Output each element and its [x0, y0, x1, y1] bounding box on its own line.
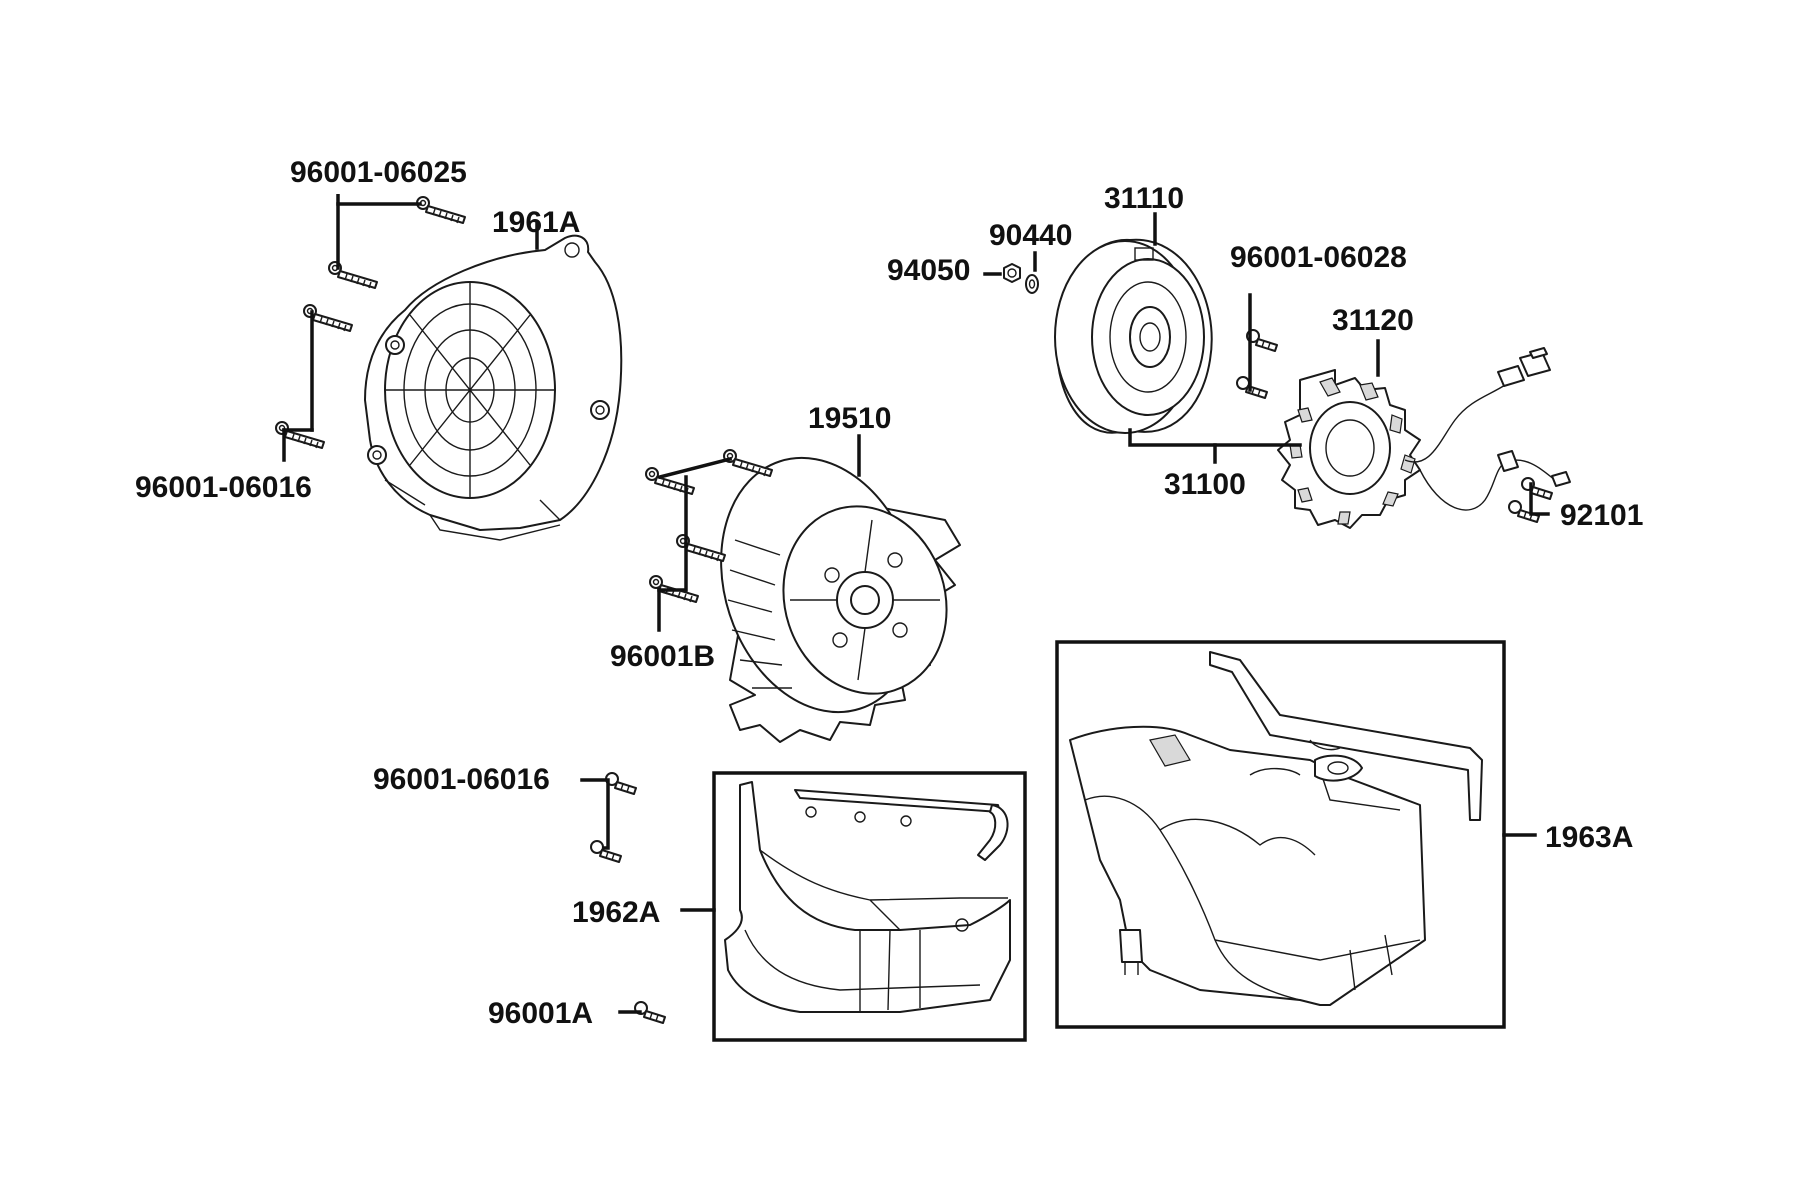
label-96001-06016-bottom: 96001-06016: [373, 763, 550, 796]
washer-90440: [1025, 274, 1039, 294]
label-96001B: 96001B: [610, 640, 715, 673]
label-19510: 19510: [808, 402, 891, 435]
fan-cover-1961A: [364, 234, 623, 541]
label-1963A: 1963A: [1545, 821, 1633, 854]
shroud-1962A: [724, 781, 1011, 1013]
label-96001-06028: 96001-06028: [1230, 241, 1407, 274]
screw-92101-a: [1521, 477, 1553, 500]
bolt-96001-06016-c: [605, 772, 637, 795]
label-96001A: 96001A: [488, 997, 593, 1030]
label-96001-06025: 96001-06025: [290, 156, 467, 189]
cooling-fan-19510: [720, 456, 961, 743]
stator-31120: [1277, 347, 1571, 529]
flywheel-rotor-31110: [1054, 238, 1213, 434]
label-31120: 31120: [1332, 304, 1414, 337]
label-31100: 31100: [1164, 468, 1246, 501]
air-duct-1963A: [1069, 651, 1483, 1006]
label-90440: 90440: [989, 219, 1072, 252]
screw-96001-06028-b: [1236, 376, 1268, 399]
bolt-96001-06025-a: [416, 196, 466, 224]
bolt-96001-06025-b: [328, 261, 378, 289]
label-96001-06016-top: 96001-06016: [135, 471, 312, 504]
label-94050: 94050: [887, 254, 970, 287]
screw-92101-b: [1508, 500, 1540, 523]
label-92101: 92101: [1560, 499, 1643, 532]
bolt-96001b-b: [723, 449, 773, 477]
label-31110: 31110: [1104, 182, 1184, 215]
frame-1962A: [712, 771, 1027, 1042]
bolt-96001-06016-d: [590, 840, 622, 863]
bolt-96001b-c: [676, 534, 726, 562]
leader-lines: [282, 194, 1550, 1014]
label-1961A: 1961A: [492, 206, 580, 239]
nut-94050: [1003, 263, 1021, 283]
label-1962A: 1962A: [572, 896, 660, 929]
